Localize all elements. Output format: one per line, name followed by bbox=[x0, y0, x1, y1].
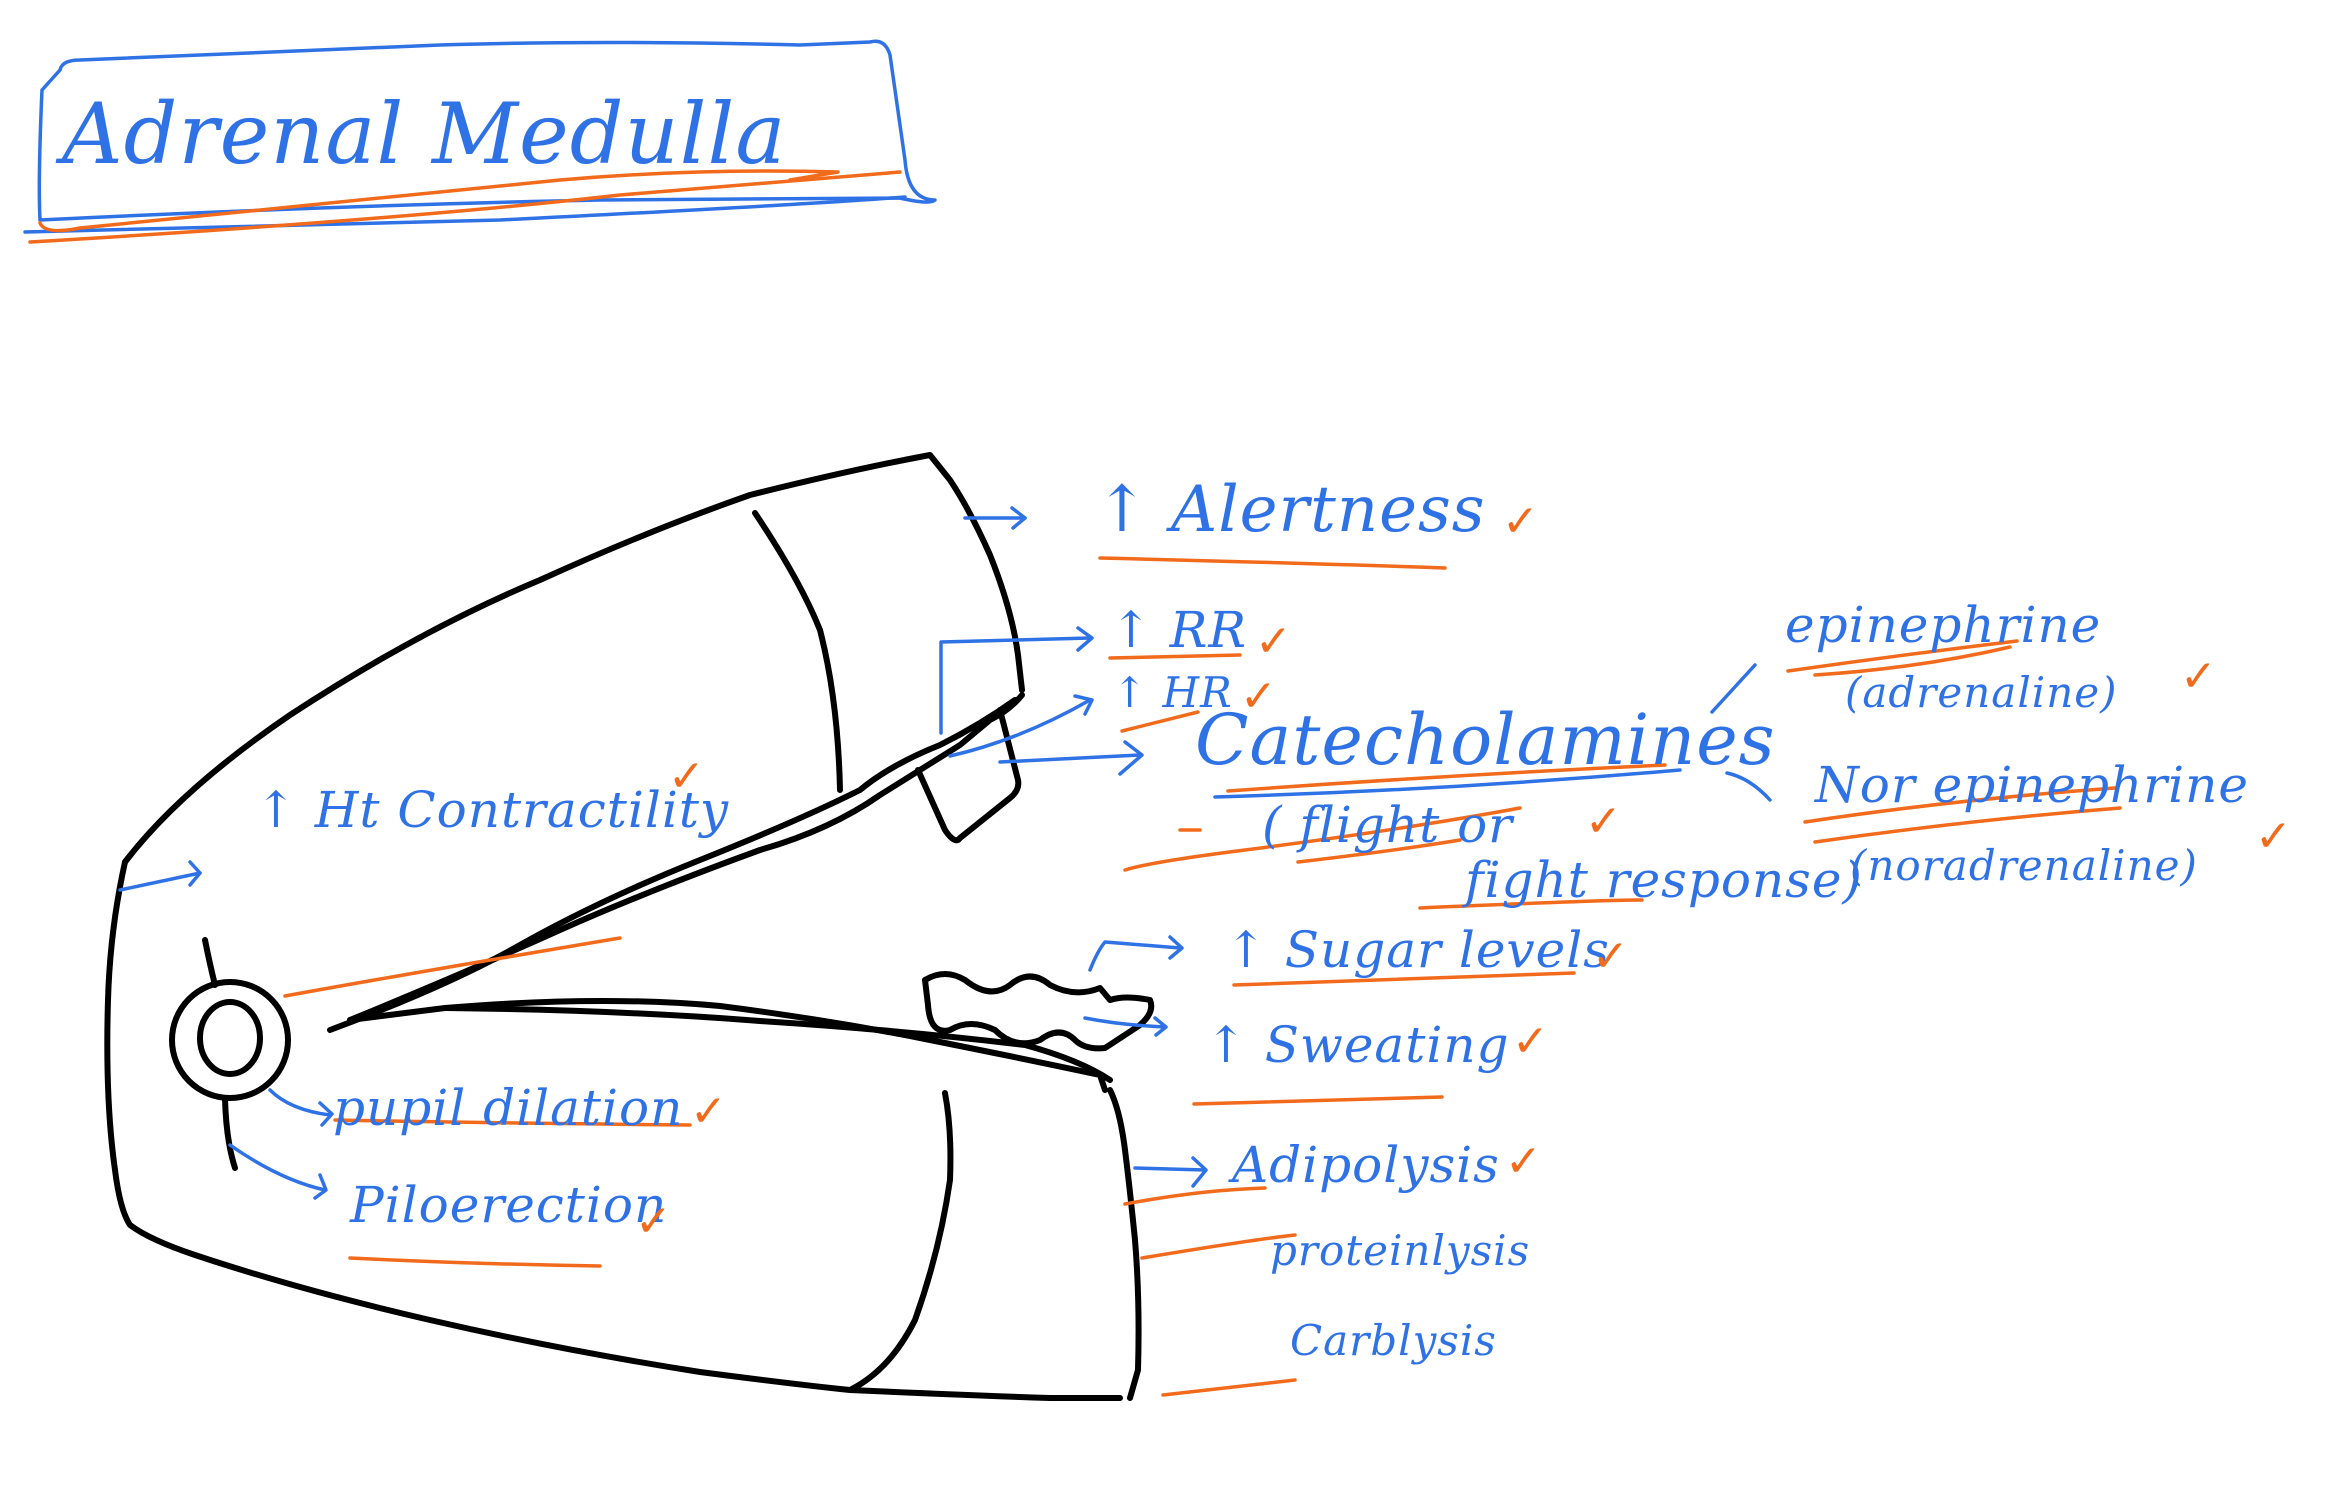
effect-pupil-dilation: pupil dilation bbox=[333, 1079, 684, 1137]
effect-piloerection: Piloerection bbox=[350, 1176, 668, 1234]
hormone-norepinephrine-alias: (noradrenaline) bbox=[1850, 841, 2198, 890]
effect-hr: ↑ HR bbox=[1112, 668, 1233, 717]
connector-arrows bbox=[118, 506, 1772, 1200]
staple-remover-drawing bbox=[104, 452, 1155, 1401]
flight-or-fight-note-1: ( flight or bbox=[1262, 796, 1514, 854]
check-icon: ✓ bbox=[1585, 796, 1622, 847]
check-icon: ✓ bbox=[1512, 1016, 1549, 1067]
catecholamines-label: Catecholamines bbox=[1195, 699, 1776, 781]
check-icon: ✓ bbox=[690, 1086, 727, 1137]
page-title: Adrenal Medulla bbox=[62, 85, 787, 183]
check-icon: ✓ bbox=[1255, 616, 1292, 667]
check-icon: ✓ bbox=[1502, 496, 1539, 547]
check-icon: ✓ bbox=[668, 751, 705, 802]
check-icon: ✓ bbox=[2180, 651, 2217, 702]
effect-carblysis: Carblysis bbox=[1290, 1316, 1497, 1365]
title-box bbox=[23, 39, 937, 244]
effect-sweating: ↑ Sweating bbox=[1205, 1016, 1510, 1074]
highlight-underlines bbox=[283, 556, 2122, 1397]
hormone-epinephrine: epinephrine bbox=[1785, 596, 2102, 654]
effect-adipolysis: Adipolysis bbox=[1232, 1136, 1500, 1194]
hormone-norepinephrine: Nor epinephrine bbox=[1815, 756, 2249, 814]
check-icon: ✓ bbox=[1240, 671, 1277, 722]
effect-alertness: ↑ Alertness bbox=[1095, 473, 1486, 547]
check-icon: ✓ bbox=[1505, 1136, 1542, 1187]
effect-proteinlysis: proteinlysis bbox=[1270, 1226, 1531, 1275]
effect-sugar-levels: ↑ Sugar levels bbox=[1225, 921, 1610, 979]
check-icon: ✓ bbox=[635, 1196, 672, 1247]
check-icon: ✓ bbox=[2255, 811, 2292, 862]
check-icon: ✓ bbox=[1592, 931, 1629, 982]
effect-rr: ↑ RR bbox=[1110, 601, 1248, 659]
hormone-epinephrine-alias: (adrenaline) bbox=[1845, 668, 2118, 717]
flight-or-fight-note-2: fight response) bbox=[1465, 851, 1863, 909]
effect-heart-contractility: ↑ Ht Contractility bbox=[255, 781, 730, 839]
